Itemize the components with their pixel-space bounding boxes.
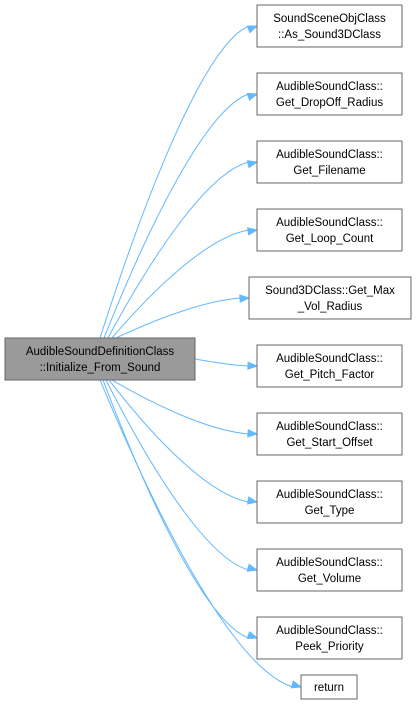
edge-to-get-filename-arrowhead bbox=[246, 160, 259, 169]
edge-to-get-loop-count-arrowhead bbox=[246, 227, 259, 236]
node-get-filename-label-line-2: Get_Filename bbox=[293, 165, 365, 177]
node-get-loop-count-box bbox=[256, 208, 403, 252]
edge-to-get-start-offset bbox=[111, 379, 250, 435]
edge-to-get-volume-arrowhead bbox=[246, 563, 259, 572]
node-get-dropoff-radius-label-line-1: AudibleSoundClass:: bbox=[276, 81, 383, 93]
node-get-pitch-factor[interactable]: AudibleSoundClass::Get_Pitch_Factor bbox=[256, 344, 403, 388]
node-get-type[interactable]: AudibleSoundClass::Get_Type bbox=[256, 480, 403, 524]
call-graph-edges bbox=[99, 25, 303, 689]
node-get-pitch-factor-label-line-2: Get_Pitch_Factor bbox=[285, 369, 375, 381]
node-as-sound3d[interactable]: SoundSceneObjClass::As_Sound3DClass bbox=[256, 4, 403, 48]
node-get-max-vol-radius-label-line-2: _Vol_Radius bbox=[297, 301, 363, 313]
node-get-pitch-factor-label-line-1: AudibleSoundClass:: bbox=[276, 353, 383, 365]
node-get-max-vol-radius[interactable]: Sound3DClass::Get_Max_Vol_Radius bbox=[248, 276, 412, 320]
node-return-box bbox=[300, 674, 358, 700]
edge-to-return-arrowhead bbox=[290, 680, 303, 689]
node-get-type-label-line-1: AudibleSoundClass:: bbox=[276, 489, 383, 501]
node-get-volume[interactable]: AudibleSoundClass::Get_Volume bbox=[256, 548, 403, 592]
node-get-type-label-line-2: Get_Type bbox=[305, 505, 355, 517]
node-get-max-vol-radius-box bbox=[248, 276, 412, 320]
node-get-volume-label-line-2: Get_Volume bbox=[298, 573, 361, 585]
edge-to-get-pitch-factor-arrowhead bbox=[247, 361, 259, 370]
root-node-initialize-from-sound[interactable]: AudibleSoundDefinitionClass::Initialize_… bbox=[4, 337, 196, 381]
edge-to-get-max-vol-radius-arrowhead bbox=[239, 294, 251, 303]
node-get-type-box bbox=[256, 480, 403, 524]
node-get-volume-label-line-1: AudibleSoundClass:: bbox=[276, 557, 383, 569]
node-get-start-offset-label-line-2: Get_Start_Offset bbox=[286, 437, 373, 449]
edge-to-as-sound3d-arrowhead bbox=[246, 25, 259, 34]
node-get-start-offset-box bbox=[256, 412, 403, 456]
edge-to-peek-priority-arrowhead bbox=[246, 630, 259, 639]
edge-to-get-dropoff-radius-arrowhead bbox=[246, 92, 259, 101]
call-graph-nodes: AudibleSoundDefinitionClass::Initialize_… bbox=[4, 4, 412, 700]
node-return[interactable]: return bbox=[300, 674, 358, 700]
edge-to-get-dropoff-radius bbox=[103, 93, 250, 339]
edge-to-get-max-vol-radius bbox=[115, 297, 242, 339]
root-node-initialize-from-sound-label-line-1: AudibleSoundDefinitionClass bbox=[26, 346, 175, 358]
node-as-sound3d-box bbox=[256, 4, 403, 48]
edge-to-get-type-arrowhead bbox=[246, 496, 259, 505]
edge-to-get-loop-count bbox=[111, 229, 250, 339]
node-peek-priority-box bbox=[256, 616, 403, 660]
node-get-loop-count-label-line-1: AudibleSoundClass:: bbox=[276, 217, 383, 229]
edge-to-peek-priority bbox=[102, 379, 250, 639]
edge-to-get-start-offset-arrowhead bbox=[247, 429, 259, 438]
node-get-max-vol-radius-label-line-1: Sound3DClass::Get_Max bbox=[265, 285, 395, 297]
node-get-dropoff-radius[interactable]: AudibleSoundClass::Get_DropOff_Radius bbox=[256, 72, 403, 116]
edge-to-as-sound3d bbox=[99, 25, 250, 339]
node-get-dropoff-radius-label-line-2: Get_DropOff_Radius bbox=[276, 97, 383, 109]
root-node-initialize-from-sound-box bbox=[4, 337, 196, 381]
node-get-volume-box bbox=[256, 548, 403, 592]
edge-to-get-type bbox=[108, 379, 250, 503]
node-get-start-offset-label-line-1: AudibleSoundClass:: bbox=[276, 421, 383, 433]
node-get-dropoff-radius-box bbox=[256, 72, 403, 116]
node-as-sound3d-label-line-2: ::As_Sound3DClass bbox=[278, 29, 381, 41]
edge-to-get-volume bbox=[105, 379, 250, 571]
node-get-filename-box bbox=[256, 140, 403, 184]
node-get-start-offset[interactable]: AudibleSoundClass::Get_Start_Offset bbox=[256, 412, 403, 456]
node-peek-priority[interactable]: AudibleSoundClass::Peek_Priority bbox=[256, 616, 403, 660]
node-get-filename-label-line-1: AudibleSoundClass:: bbox=[276, 149, 383, 161]
node-get-filename[interactable]: AudibleSoundClass::Get_Filename bbox=[256, 140, 403, 184]
edge-to-get-pitch-factor bbox=[194, 358, 250, 367]
node-return-label-line-1: return bbox=[314, 682, 344, 694]
root-node-initialize-from-sound-label-line-2: ::Initialize_From_Sound bbox=[40, 362, 161, 374]
edge-to-get-filename bbox=[107, 161, 250, 339]
node-as-sound3d-label-line-1: SoundSceneObjClass bbox=[273, 13, 386, 25]
node-get-pitch-factor-box bbox=[256, 344, 403, 388]
node-get-loop-count-label-line-2: Get_Loop_Count bbox=[286, 233, 374, 245]
node-peek-priority-label-line-2: Peek_Priority bbox=[295, 641, 364, 653]
node-get-loop-count[interactable]: AudibleSoundClass::Get_Loop_Count bbox=[256, 208, 403, 252]
node-peek-priority-label-line-1: AudibleSoundClass:: bbox=[276, 625, 383, 637]
edge-to-return bbox=[99, 379, 294, 688]
